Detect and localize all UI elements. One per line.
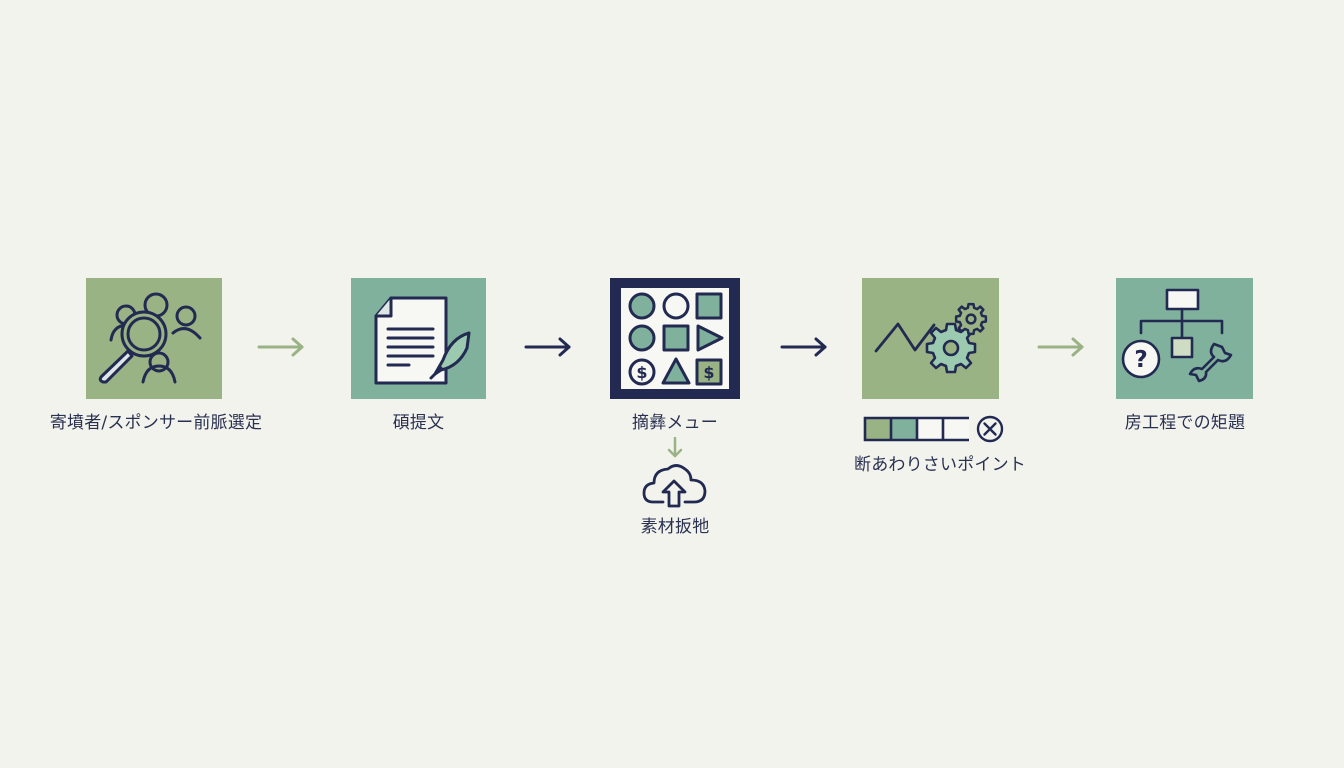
step-5-label: 房工程での矩題 bbox=[1124, 413, 1246, 433]
step-3-sub-label: 素材扳牠 bbox=[640, 517, 710, 537]
step-3-label: 摘彝メュー bbox=[632, 413, 718, 433]
svg-text:$: $ bbox=[703, 363, 714, 382]
svg-text:$: $ bbox=[636, 363, 647, 382]
arrow-right-icon bbox=[257, 337, 305, 357]
arrow-down-icon bbox=[666, 436, 684, 459]
step-4-label: 断あわりさいポイント bbox=[854, 455, 1026, 475]
trend-gears-icon bbox=[874, 302, 988, 374]
document-quill-icon bbox=[374, 296, 471, 385]
step-5-box: ? bbox=[1116, 278, 1253, 399]
hierarchy-help-wrench-icon: ? bbox=[1121, 288, 1233, 383]
step-2-box bbox=[351, 278, 486, 399]
shapes-menu-icon: $ $ bbox=[621, 288, 729, 389]
step-3-box: $ $ bbox=[610, 278, 740, 399]
arrow-right-icon bbox=[524, 337, 572, 357]
cloud-upload-icon bbox=[641, 460, 709, 510]
arrow-right-icon bbox=[1037, 337, 1085, 357]
progress-bar bbox=[863, 416, 971, 442]
cancel-circle-icon[interactable] bbox=[976, 415, 1004, 443]
step-2-label: 碩提文 bbox=[392, 413, 445, 433]
step-1-label: 寄墳者/スポンサー前脈選定 bbox=[49, 413, 263, 433]
step-1-box bbox=[86, 278, 222, 399]
arrow-right-icon bbox=[780, 337, 828, 357]
people-search-icon bbox=[98, 292, 202, 384]
svg-text:?: ? bbox=[1134, 347, 1147, 373]
step-4-box bbox=[862, 278, 999, 399]
